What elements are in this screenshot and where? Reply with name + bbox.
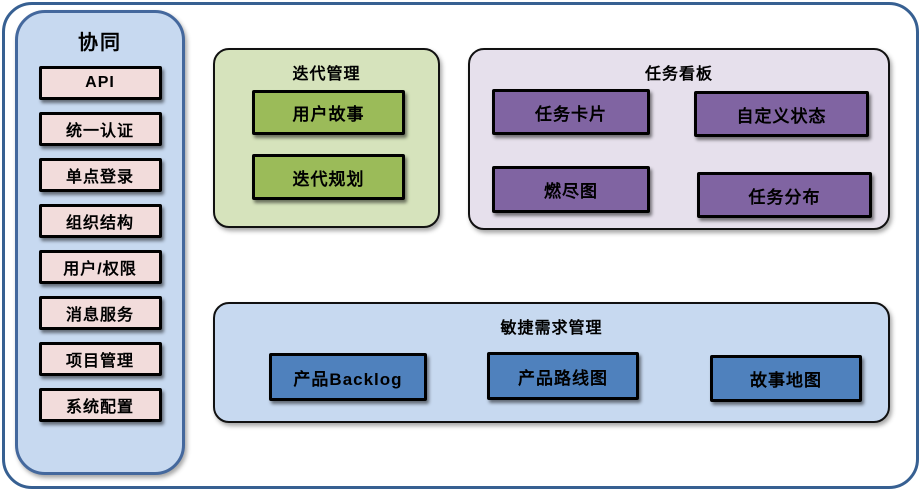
sidebar-collaboration-group: 协同 API 统一认证 单点登录 组织结构 用户/权限 消息服务 项目管理 系统… [15, 10, 185, 475]
sidebar-item-user-permissions: 用户/权限 [38, 250, 162, 284]
sidebar-item-org-structure: 组织结构 [38, 204, 162, 238]
taskboard-item-custom-status: 自定义状态 [694, 91, 869, 137]
sidebar-item-sso: 单点登录 [38, 158, 162, 192]
sidebar-item-message-service: 消息服务 [38, 296, 162, 330]
sidebar-item-system-config: 系统配置 [38, 388, 162, 422]
task-board-group: 任务看板 任务卡片 自定义状态 燃尽图 任务分布 [468, 48, 890, 230]
sidebar-item-api: API [38, 66, 162, 100]
iteration-management-title: 迭代管理 [292, 66, 361, 83]
taskboard-item-task-card: 任务卡片 [492, 89, 650, 135]
sidebar-items: API 统一认证 单点登录 组织结构 用户/权限 消息服务 项目管理 系统配置 [38, 66, 162, 422]
iteration-item-user-story: 用户故事 [252, 90, 405, 135]
agile-requirements-title: 敏捷需求管理 [500, 320, 603, 337]
sidebar-item-project-management: 项目管理 [38, 342, 162, 376]
sidebar-item-unified-auth: 统一认证 [38, 112, 162, 146]
agile-item-story-map: 故事地图 [710, 355, 862, 402]
iteration-management-group: 迭代管理 用户故事 迭代规划 [213, 48, 440, 228]
agile-item-product-backlog: 产品Backlog [269, 353, 427, 401]
taskboard-item-task-distribution: 任务分布 [697, 172, 872, 218]
taskboard-item-burndown-chart: 燃尽图 [492, 166, 650, 213]
sidebar-title: 协同 [78, 32, 122, 54]
agile-requirements-group: 敏捷需求管理 产品Backlog 产品路线图 故事地图 [213, 302, 890, 423]
task-board-title: 任务看板 [644, 66, 713, 83]
agile-item-product-roadmap: 产品路线图 [487, 352, 639, 400]
iteration-item-iteration-planning: 迭代规划 [252, 154, 405, 200]
